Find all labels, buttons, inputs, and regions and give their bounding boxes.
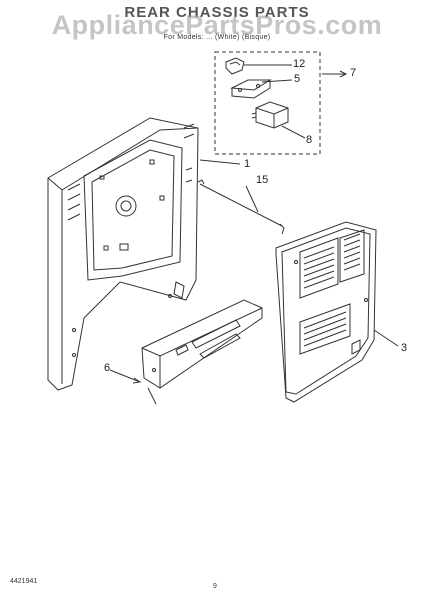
callout-6: 6: [104, 362, 111, 374]
part-clip-12: [225, 57, 292, 75]
part-switch-8: [251, 101, 306, 139]
part-number: 4421941: [10, 578, 38, 585]
callout-12: 12: [293, 58, 306, 70]
callout-15: 15: [256, 174, 269, 186]
callout-5: 5: [294, 73, 301, 85]
callout-8: 8: [306, 134, 313, 146]
callout-7: 7: [350, 67, 357, 79]
page-number: 9: [213, 583, 217, 590]
diagram-title: REAR CHASSIS PARTS: [124, 4, 310, 21]
rear-cover-3: [275, 221, 399, 403]
model-line: For Models: ... (White) (Bisque): [163, 34, 271, 41]
rod-15: [197, 179, 285, 235]
rear-panel-1: [47, 117, 241, 391]
part-bracket-5: [230, 79, 293, 99]
callout-3: 3: [401, 342, 408, 354]
watermark: AppliancePartsPros.com: [51, 10, 383, 40]
assembly-box: [214, 51, 321, 155]
callout-1: 1: [244, 158, 251, 170]
leader-7-arrow: [339, 70, 348, 78]
bottom-panel-6: [109, 299, 263, 405]
